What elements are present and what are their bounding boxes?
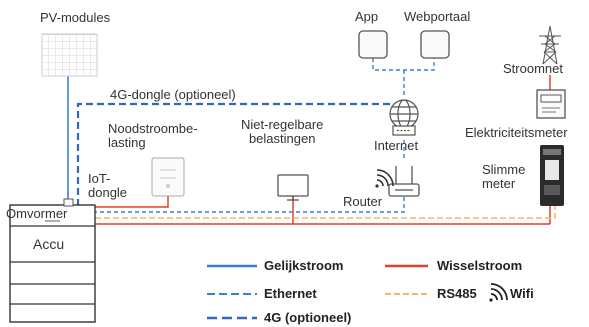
battery-label: Accu bbox=[33, 236, 65, 252]
globe-icon bbox=[389, 99, 419, 136]
electricity-meter-label: Elektriciteitsmeter bbox=[465, 125, 568, 140]
legend-ac-label: Wisselstroom bbox=[437, 258, 523, 273]
webportal-device bbox=[420, 30, 450, 59]
legend-rs485-label: RS485 bbox=[437, 286, 477, 301]
rs485-line bbox=[95, 206, 556, 219]
monitor-icon bbox=[277, 174, 309, 201]
pv-modules-label: PV-modules bbox=[40, 10, 111, 25]
app-label: App bbox=[355, 9, 379, 24]
router-label: Router bbox=[343, 194, 383, 209]
legend bbox=[207, 264, 508, 320]
dongle-4g-label: 4G-dongle (optioneel) bbox=[110, 87, 236, 102]
wifi-icon bbox=[375, 169, 394, 188]
internet-label: Internet bbox=[374, 138, 419, 153]
router-icon bbox=[388, 166, 420, 197]
electricity-meter bbox=[536, 89, 566, 119]
iot-dongle-label: IoT- dongle bbox=[88, 171, 128, 200]
app-device bbox=[358, 30, 388, 59]
inverter-stack bbox=[9, 198, 96, 323]
smart-meter bbox=[540, 145, 564, 206]
pylon-icon bbox=[539, 25, 561, 65]
webportal-label: Webportaal bbox=[404, 9, 471, 24]
inverter-label: Omvormer bbox=[6, 206, 68, 221]
emergency-load-label: Noodstroombe- lasting bbox=[108, 121, 198, 150]
smart-meter-label: Slimme meter bbox=[482, 162, 526, 191]
legend-dc-label: Gelijkstroom bbox=[264, 258, 344, 273]
grid-label: Stroomnet bbox=[503, 61, 563, 76]
legend-ethernet-label: Ethernet bbox=[264, 286, 317, 301]
legend-lte-label: 4G (optioneel) bbox=[264, 310, 352, 325]
pv-panel bbox=[41, 33, 98, 77]
lte-line bbox=[76, 102, 397, 206]
legend-wifi-icon bbox=[489, 283, 508, 302]
ethernet-lines bbox=[95, 58, 435, 213]
legend-wifi-label: Wifi bbox=[510, 286, 534, 301]
emergency-load-box bbox=[151, 157, 185, 197]
non-controllable-loads-label: Niet-regelbare belastingen bbox=[241, 117, 324, 146]
